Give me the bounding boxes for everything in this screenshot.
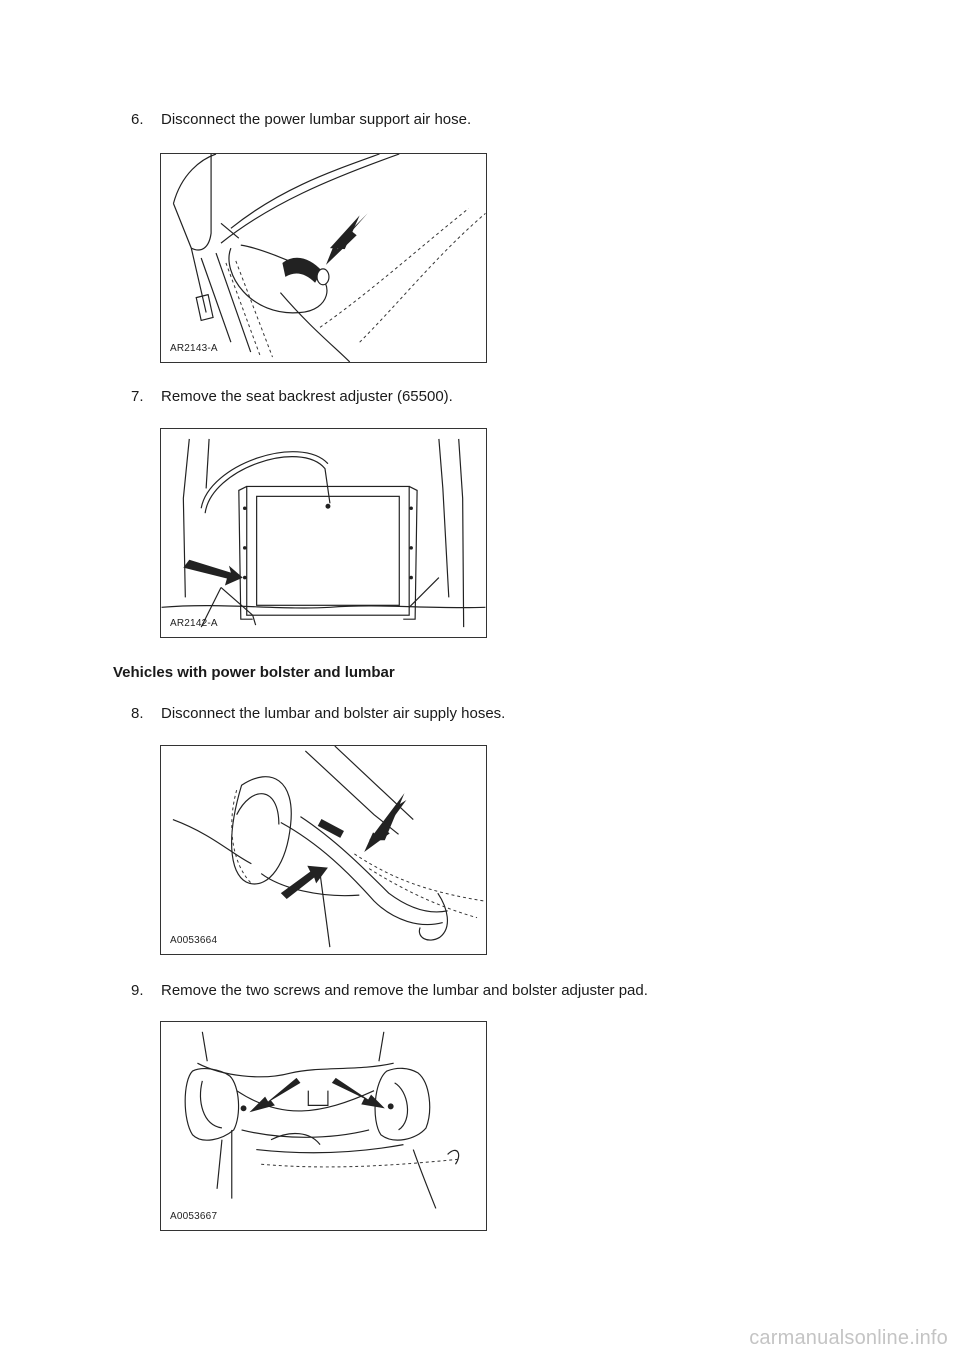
air-supply-hoses-illustration	[172, 746, 484, 948]
step-text: Remove the two screws and remove the lum…	[161, 982, 648, 999]
step-8: 8. Disconnect the lumbar and bolster air …	[131, 705, 505, 723]
backrest-adjuster-illustration	[161, 438, 486, 628]
watermark: carmanualsonline.info	[749, 1327, 948, 1349]
figure-label: AR2142-A	[170, 618, 218, 629]
step-number: 6.	[131, 111, 144, 128]
air-hose-illustration	[172, 154, 486, 362]
figure-label: A0053667	[170, 1211, 218, 1222]
figure-label: AR2143-A	[170, 343, 218, 354]
step-9: 9. Remove the two screws and remove the l…	[131, 982, 648, 1000]
step-number: 7.	[131, 388, 144, 405]
figure-adjuster-pad: A0053667	[160, 1021, 487, 1231]
step-number: 8.	[131, 705, 144, 722]
step-text: Disconnect the lumbar and bolster air su…	[161, 705, 506, 722]
adjuster-pad-illustration	[184, 1031, 460, 1209]
figure-label: A0053664	[170, 935, 218, 946]
step-text: Disconnect the power lumbar support air …	[161, 111, 472, 128]
figure-air-supply-hoses: A0053664	[160, 745, 487, 955]
step-6: 6. Disconnect the power lumbar support ai…	[131, 111, 471, 129]
section-heading: Vehicles with power bolster and lumbar	[113, 664, 395, 681]
step-number: 9.	[131, 982, 144, 999]
step-7: 7. Remove the seat backrest adjuster (655…	[131, 388, 453, 406]
step-text: Remove the seat backrest adjuster (65500…	[161, 388, 453, 405]
figure-air-hose: AR2143-A	[160, 153, 487, 363]
figure-backrest-adjuster: AR2142-A	[160, 428, 487, 638]
